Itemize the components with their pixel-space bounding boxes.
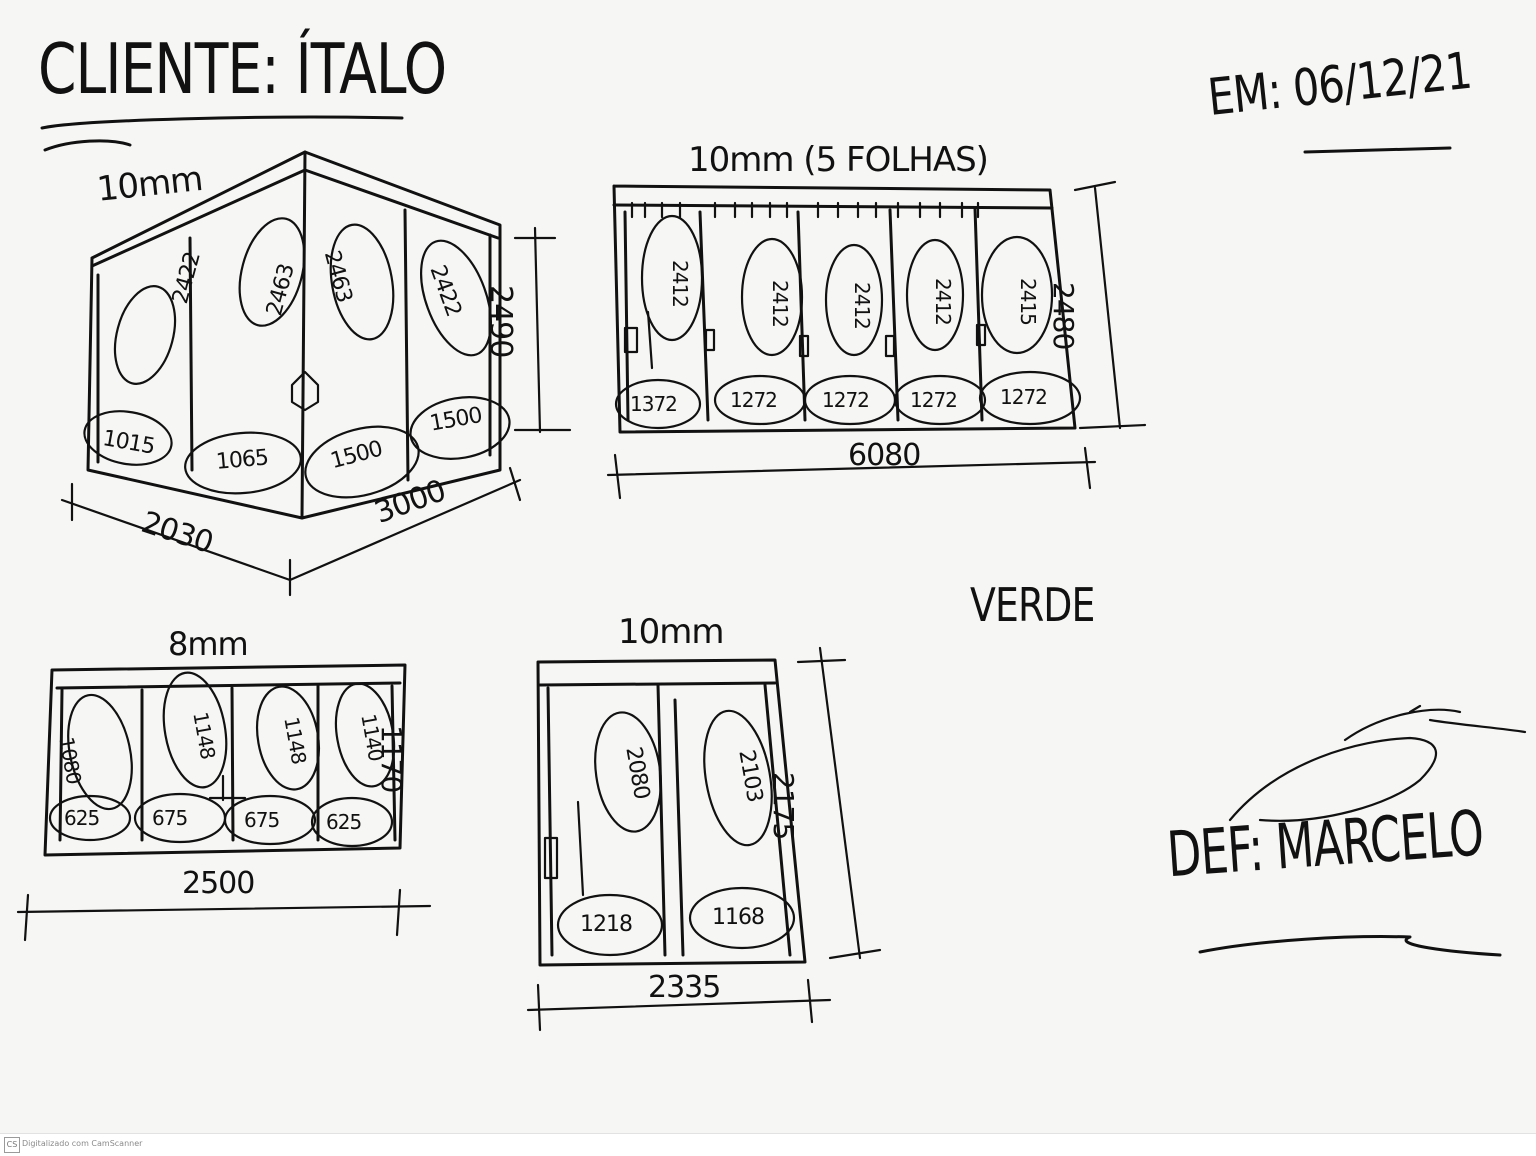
scanner-watermark-text: Digitalizado com CamScanner <box>22 1139 143 1148</box>
front4-thickness: 8mm <box>168 625 249 663</box>
front5-panel-width-4: 1272 <box>910 388 958 412</box>
front5-panel-height-5: 2415 <box>1016 278 1040 325</box>
front4-panel-width-1: 625 <box>64 806 100 830</box>
front5-panel-height-3: 2412 <box>850 282 874 329</box>
front5-height: 2480 <box>1047 282 1080 350</box>
date-underline <box>1303 146 1452 154</box>
box-3d-drawing <box>60 150 572 597</box>
front-2-panels-drawing <box>526 646 882 1032</box>
client-name: CLIENTE: ÍTALO <box>38 28 447 110</box>
front5-panel-height-4: 2412 <box>931 278 955 325</box>
box-height: 2490 <box>483 285 518 358</box>
front4-panel-width-4: 625 <box>326 810 362 834</box>
front5-panel-width-5: 1272 <box>1000 385 1048 409</box>
front4-width: 2500 <box>182 866 255 901</box>
front2-panel-width-2: 1168 <box>712 905 765 930</box>
front2-thickness: 10mm <box>618 612 725 652</box>
front5-panel-width-1: 1372 <box>630 392 678 416</box>
front2-height: 2175 <box>767 772 800 840</box>
color-note: VERDE <box>970 578 1095 632</box>
front5-panel-width-3: 1272 <box>822 388 870 412</box>
front2-width: 2335 <box>648 970 721 1005</box>
signature-underline <box>1198 935 1502 957</box>
client-underline <box>40 115 404 130</box>
front-4-panels-drawing <box>16 663 432 942</box>
front-5-panels-drawing <box>606 180 1147 500</box>
front4-panel-width-3: 675 <box>244 808 280 832</box>
front5-panel-height-2: 2412 <box>768 280 792 327</box>
front5-panel-width-2: 1272 <box>730 388 778 412</box>
box-panel-width-2: 1065 <box>215 445 269 475</box>
camscanner-logo: CS <box>4 1137 20 1153</box>
front5-thickness: 10mm (5 FOLHAS) <box>688 140 989 180</box>
client-underline-2 <box>43 139 132 152</box>
scanner-footer: CS Digitalizado com CamScanner <box>0 1133 1536 1156</box>
front2-panel-width-1: 1218 <box>580 912 633 937</box>
front4-panel-width-2: 675 <box>152 806 188 830</box>
front5-width: 6080 <box>848 438 921 473</box>
front5-panel-height-1: 2412 <box>668 260 692 307</box>
signature-scribble <box>1228 704 1527 822</box>
